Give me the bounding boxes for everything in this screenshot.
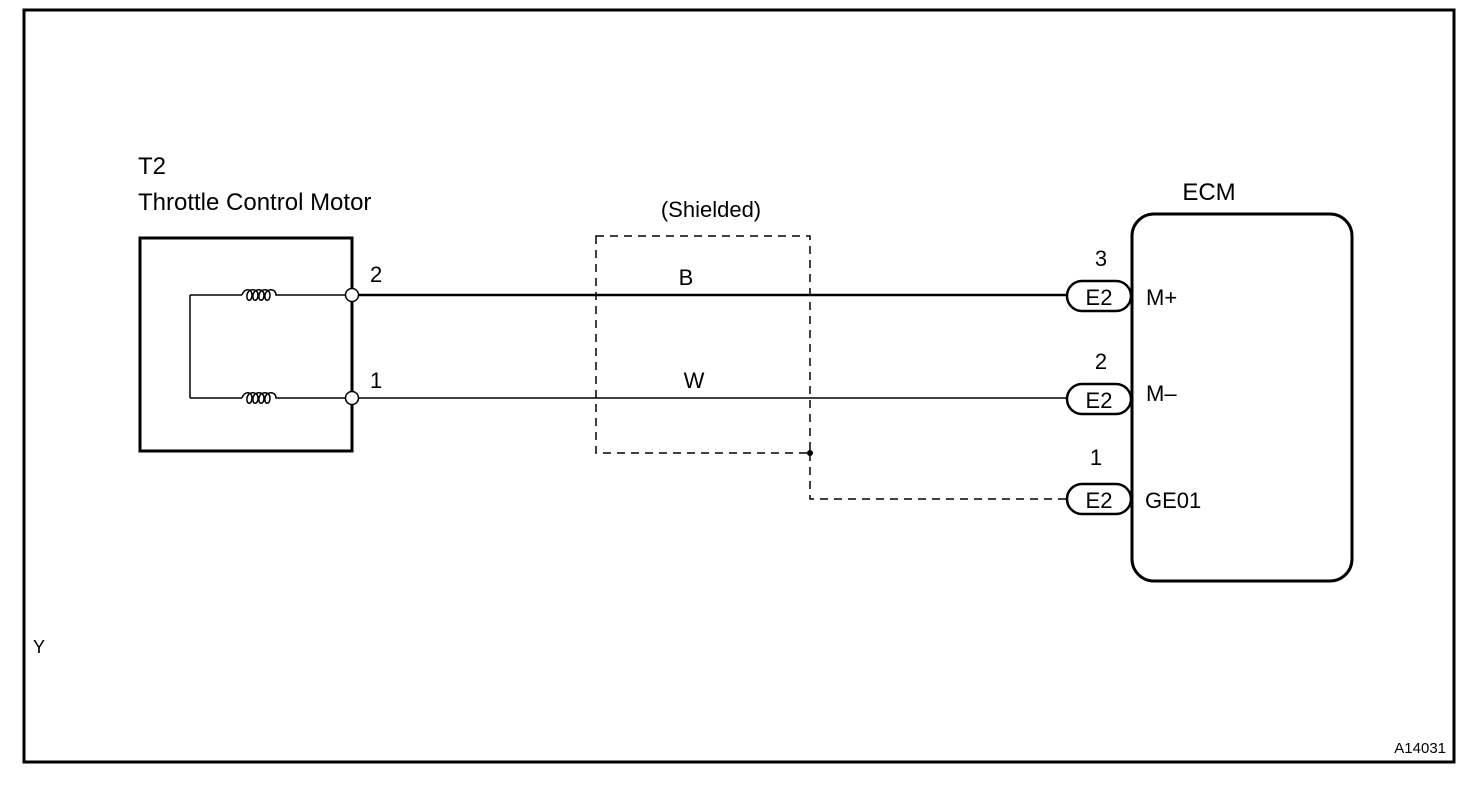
pin-number: 2: [370, 262, 382, 287]
throttle-motor-box: [138, 236, 354, 453]
connector-label: E2: [1086, 388, 1113, 413]
connector-e2: [1065, 382, 1133, 416]
connector-e2: [1065, 279, 1133, 313]
wire-color-label: W: [684, 368, 705, 393]
coil-icon: [241, 289, 282, 301]
motor-internal-wiring: [189, 294, 353, 399]
pin-terminal-icon: [344, 287, 360, 303]
ecm-terminal-number: 2: [1095, 349, 1107, 374]
ecm-terminal-number: 3: [1095, 246, 1107, 271]
pin-terminal-icon: [344, 390, 360, 406]
figure-id: A14031: [1394, 740, 1446, 757]
ecm-signal-label: M+: [1146, 285, 1177, 310]
coil-icon: [241, 392, 282, 404]
ecm-signal-label: GE01: [1145, 488, 1201, 513]
component-name: Throttle Control Motor: [138, 189, 371, 216]
wire-color-label: B: [679, 265, 694, 290]
ecm-terminal-number: 1: [1090, 445, 1102, 470]
pin-number: 1: [370, 368, 382, 393]
connector-label: E2: [1086, 488, 1113, 513]
shield-ground-wire: [809, 453, 1070, 500]
ecm-signal-label: M–: [1146, 381, 1177, 406]
component-code: T2: [138, 153, 166, 180]
ecm-title: ECM: [1182, 179, 1235, 206]
corner-mark: Y: [33, 637, 45, 657]
shield-label: (Shielded): [661, 197, 761, 222]
connector-label: E2: [1086, 285, 1113, 310]
shield-box: [595, 235, 811, 454]
diagram-frame: [22, 8, 1456, 764]
connector-e2: [1065, 482, 1133, 516]
